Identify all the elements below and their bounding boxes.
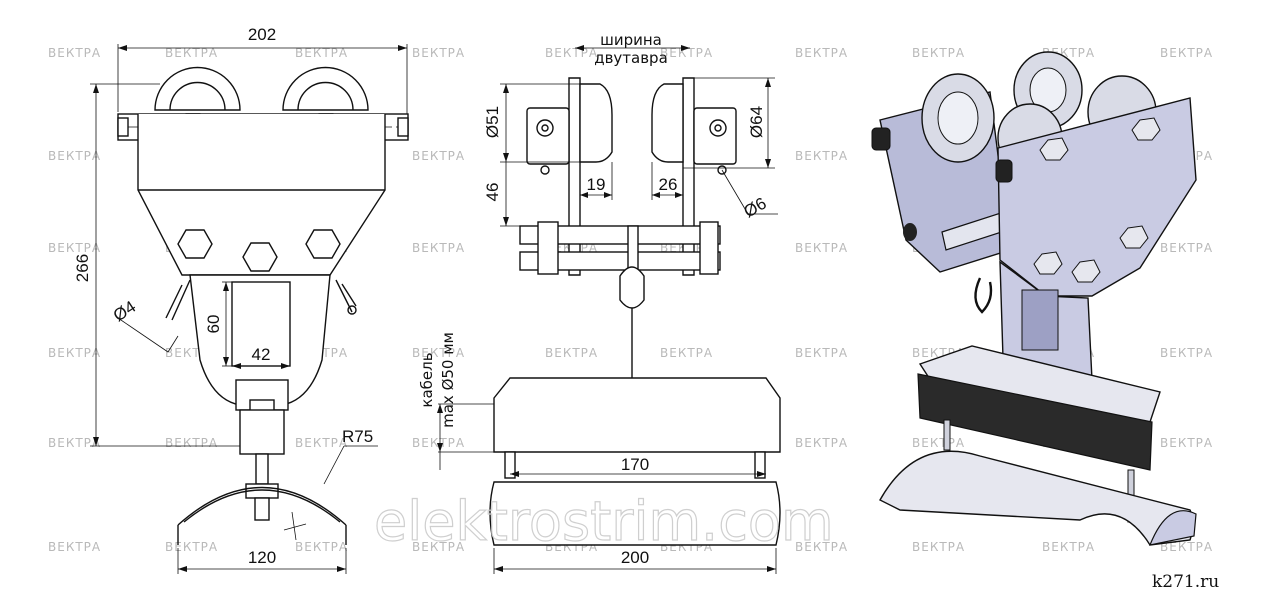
watermark-text: ВЕКТРА [795, 241, 848, 255]
cable-window [231, 281, 291, 367]
dim-wheel-left: Ø51 [483, 106, 502, 138]
watermark-text: ВЕКТРА [795, 346, 848, 360]
watermark-text: ВЕКТРА [912, 46, 965, 60]
cable-label: max Ø50 мм [439, 332, 457, 428]
watermark-text: ВЕКТРА [412, 149, 465, 163]
plate-bolt [177, 229, 213, 259]
dim-flange-height: 46 [483, 183, 502, 202]
dim-inner-length: 170 [621, 455, 649, 474]
cable-clamp-top [493, 377, 781, 453]
watermark-text: ВЕКТРА [165, 540, 218, 554]
watermark-text: ВЕКТРА [48, 540, 101, 554]
dim-wheel-right: Ø64 [747, 106, 766, 138]
watermark-text: ВЕКТРА [412, 241, 465, 255]
watermark-text: ВЕКТРА [295, 436, 348, 450]
watermark-text: ВЕКТРА [660, 346, 713, 360]
cable-label: кабель [418, 352, 436, 407]
right-side-plate [682, 77, 695, 276]
dim-hole-diameter: Ø4 [110, 297, 139, 325]
cable-saddle-side [489, 481, 781, 546]
watermark-text: ВЕКТРА [48, 46, 101, 60]
watermark-text: ВЕКТРА [1160, 46, 1213, 60]
watermark-text: ВЕКТРА [1160, 540, 1213, 554]
clamp-block [235, 379, 289, 411]
beam-width-label: двутавра [594, 49, 668, 67]
watermark-text: ВЕКТРА [795, 540, 848, 554]
dim-tread-left: 19 [587, 175, 606, 194]
watermark-text: ВЕКТРА [795, 46, 848, 60]
dim-saddle-radius: R75 [342, 427, 373, 446]
watermark-text: ВЕКТРА [165, 436, 218, 450]
axle-nut [537, 221, 559, 275]
beam-width-label: ширина [600, 31, 662, 49]
stem-block [239, 409, 285, 455]
watermark-text: ВЕКТРА [912, 540, 965, 554]
watermark-text: ВЕКТРА [48, 346, 101, 360]
wheel-left [154, 66, 241, 111]
plate-bolt [242, 242, 278, 272]
watermark-text: ВЕКТРА [48, 149, 101, 163]
wheel-right-side [651, 83, 684, 163]
watermark-text: ВЕКТРА [795, 436, 848, 450]
dim-width: 202 [248, 25, 276, 44]
watermark-text: ВЕКТРА [1160, 346, 1213, 360]
wheel-right [282, 66, 369, 111]
watermark-text: ВЕКТРА [912, 436, 965, 450]
plate-bolt [305, 229, 341, 259]
isometric-view [871, 51, 1197, 546]
front-view: 202 266 92 [73, 25, 409, 574]
watermark-text: ВЕКТРА [1160, 436, 1213, 450]
watermark-text: ВЕКТРА [545, 346, 598, 360]
watermark-text: ВЕКТРА [48, 436, 101, 450]
watermark-text: ВЕКТРА [295, 46, 348, 60]
dim-height: 266 [73, 254, 92, 282]
axle-nut [699, 221, 719, 275]
wheel-left-side [579, 83, 613, 163]
dim-total-length: 200 [621, 548, 649, 567]
watermark-text: ВЕКТРА [165, 46, 218, 60]
watermark-text: ВЕКТРА [545, 46, 598, 60]
dim-saddle-width: 120 [248, 548, 276, 567]
dim-window-width: 42 [252, 345, 271, 364]
watermark-text: ВЕКТРА [295, 540, 348, 554]
watermark-text: ВЕКТРА [795, 149, 848, 163]
dim-window-height: 60 [204, 315, 223, 334]
dim-tread-right: 26 [659, 175, 678, 194]
watermark-text: ВЕКТРА [1042, 540, 1095, 554]
watermark-text: ВЕКТРА [412, 46, 465, 60]
rubber-pad [917, 373, 1153, 471]
side-view: ширина двутавра Ø51 Ø64 [418, 31, 781, 574]
overlay-watermark: elektrostrim.com [374, 490, 834, 553]
watermark-text: ВЕКТРА [660, 46, 713, 60]
site-label: k271.ru [1152, 572, 1219, 592]
cross-axle-bottom [519, 251, 721, 271]
cable-saddle [177, 486, 347, 526]
shackle [619, 266, 645, 309]
left-side-plate [568, 77, 581, 276]
watermark-text: ВЕКТРА [412, 540, 465, 554]
watermark-text: ВЕКТРА [1160, 241, 1213, 255]
watermark-text: ВЕКТРА [412, 346, 465, 360]
cross-axle-top [519, 225, 721, 245]
dim-pin-diameter: Ø6 [741, 194, 770, 222]
watermark-text: ВЕКТРА [48, 241, 101, 255]
